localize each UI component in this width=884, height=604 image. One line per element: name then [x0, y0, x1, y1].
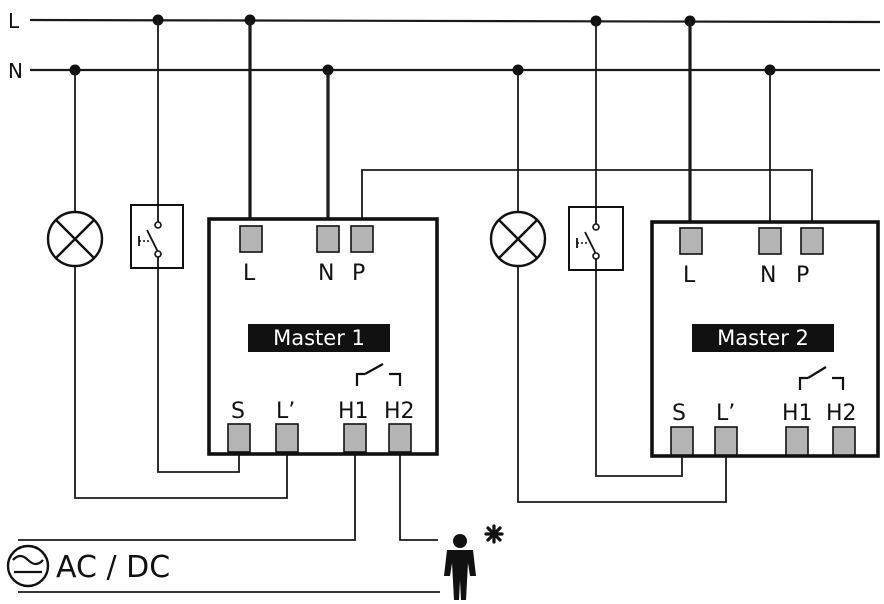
bus-neutral-label: N — [8, 59, 23, 83]
terminal-h2-label: H2 — [384, 399, 415, 424]
relay-contact-icon — [355, 363, 402, 386]
terminal-lprime — [714, 426, 738, 456]
pushbutton-icon — [568, 206, 624, 271]
terminal-h2-label: H2 — [826, 401, 857, 426]
terminal-s-label: S — [672, 401, 686, 426]
lamp1-to-lprime-wire — [74, 266, 288, 499]
terminal-p — [350, 225, 374, 253]
bus-live-label: L — [8, 9, 20, 33]
terminal-n-label: N — [760, 263, 776, 288]
terminal-p-label: P — [796, 263, 809, 288]
lamp-icon — [489, 210, 547, 268]
terminal-p-label: P — [352, 261, 365, 286]
terminal-h1 — [785, 426, 809, 456]
terminal-h2 — [832, 426, 856, 456]
ac-dc-source-icon — [6, 544, 50, 588]
pushbutton-icon — [130, 204, 184, 269]
terminal-s — [227, 423, 251, 453]
terminal-p — [800, 227, 824, 255]
terminal-h1 — [343, 423, 367, 453]
switch1-to-s-wire — [157, 268, 240, 473]
master2-module: L N P Master 2 S L’ H1 H2 — [650, 220, 880, 458]
relay-contact-icon — [798, 366, 845, 390]
terminal-lprime-label: L’ — [716, 401, 735, 426]
h2-sensor-wire — [399, 452, 438, 541]
terminal-lprime-label: L’ — [276, 399, 295, 424]
live-bus-line — [29, 18, 881, 24]
lamp-icon — [46, 210, 104, 268]
terminal-s — [670, 426, 694, 456]
module-name: Master 1 — [273, 326, 365, 350]
terminal-n — [316, 225, 340, 253]
module-name: Master 2 — [717, 326, 809, 350]
switch2-to-s-wire — [595, 270, 683, 477]
terminal-l-label: L — [243, 261, 256, 286]
terminal-s-label: S — [231, 399, 245, 424]
module-name-box — [248, 324, 390, 352]
terminal-h2 — [388, 423, 412, 453]
supply-label: AC / DC — [56, 550, 170, 585]
terminal-l-label: L — [683, 263, 696, 288]
terminal-h1-label: H1 — [782, 401, 813, 426]
terminal-lprime — [275, 423, 299, 453]
master1-module: L N P Master 1 S L’ H1 H2 — [207, 217, 439, 456]
h1-supply-wire — [18, 452, 356, 541]
p-link-wire — [361, 169, 813, 228]
terminal-l — [679, 227, 703, 255]
person-presence-icon — [444, 524, 504, 600]
terminal-h1-label: H1 — [338, 399, 369, 424]
lamp2-to-lprime-wire — [517, 266, 727, 503]
module-name-box — [692, 324, 834, 352]
terminal-n — [758, 227, 782, 255]
terminal-n-label: N — [318, 261, 334, 286]
terminal-l — [239, 225, 263, 253]
